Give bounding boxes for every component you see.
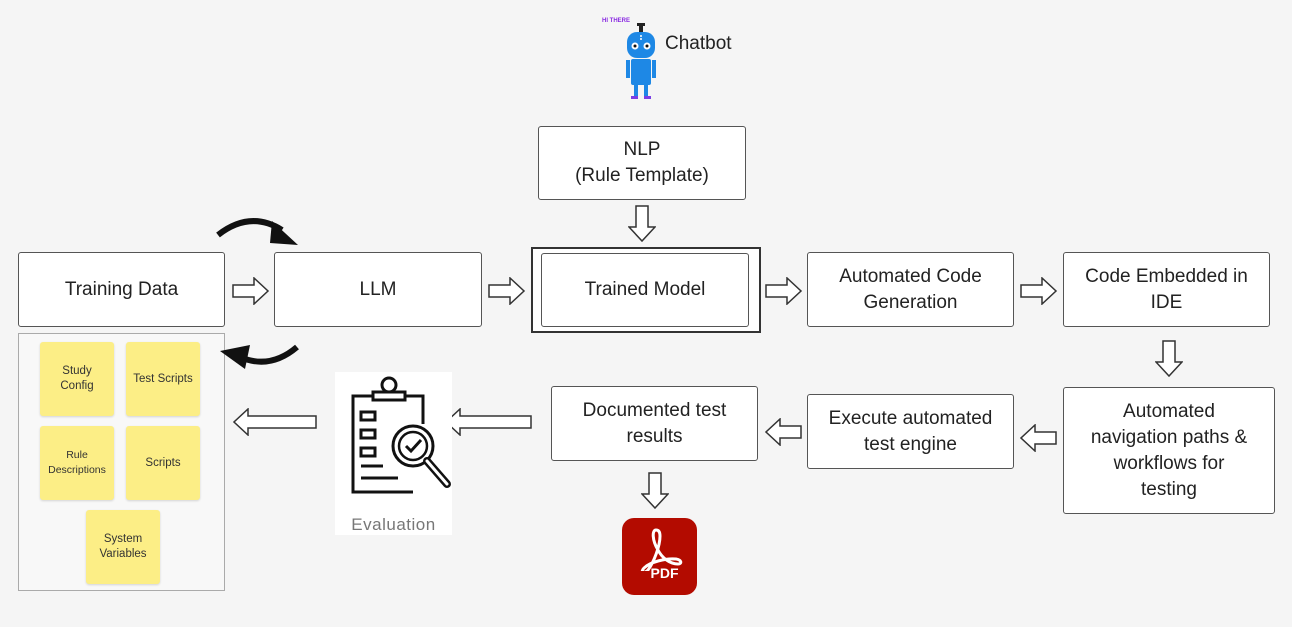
pdf-icon: PDF — [622, 518, 697, 595]
code-generation-box: Automated Code Generation — [807, 252, 1014, 327]
pdf-label: PDF — [650, 565, 679, 581]
robot-icon — [626, 23, 656, 99]
code-generation-line2: Generation — [863, 291, 958, 313]
execute-box: Execute automated test engine — [807, 394, 1014, 469]
llm-label: LLM — [359, 278, 397, 300]
sticky-text: Config — [60, 380, 94, 392]
documented-line1: Documented test — [582, 399, 727, 421]
curved-arrow-forward-icon — [216, 218, 298, 245]
navigation-line4: testing — [1141, 478, 1197, 500]
nlp-subtitle: (Rule Template) — [575, 165, 709, 186]
trained-model-box: Trained Model — [541, 253, 749, 327]
sticky-scripts: Scripts — [126, 426, 200, 500]
code-embedded-line1: Code Embedded in — [1085, 265, 1248, 287]
sticky-text: System — [103, 533, 143, 545]
sticky-text: Test Scripts — [133, 372, 193, 385]
arrow-left-long-icon — [233, 408, 317, 436]
chatbot-label: Chatbot — [665, 33, 732, 54]
sticky-text: Descriptions — [48, 464, 106, 476]
evaluation-block: Evaluation — [335, 372, 452, 535]
arrow-right-icon — [488, 277, 525, 305]
curved-arrow-back-icon — [220, 344, 299, 369]
evaluation-label: Evaluation — [351, 515, 436, 534]
arrow-left-long-icon — [445, 408, 532, 436]
training-data-label: Training Data — [64, 278, 179, 300]
code-embedded-line2: IDE — [1150, 291, 1183, 313]
navigation-line2: navigation paths & — [1090, 426, 1248, 448]
arrow-down-icon — [1155, 340, 1183, 377]
arrow-left-icon — [1020, 424, 1057, 452]
clipboard-magnifier-icon — [351, 376, 451, 494]
execute-line1: Execute automated — [828, 407, 993, 429]
chatbot-greeting: HI THERE — [602, 18, 631, 24]
trained-model-label: Trained Model — [584, 279, 706, 300]
documented-box: Documented test results — [551, 386, 758, 461]
navigation-box: Automated navigation paths & workflows f… — [1063, 387, 1275, 514]
code-embedded-box: Code Embedded in IDE — [1063, 252, 1270, 327]
sticky-text: Rule — [66, 449, 88, 461]
arrow-left-icon — [765, 418, 802, 446]
sticky-test-scripts: Test Scripts — [126, 342, 200, 416]
arrow-right-icon — [232, 277, 269, 305]
arrow-down-icon — [641, 472, 669, 509]
nlp-box: NLP (Rule Template) — [538, 126, 746, 200]
sticky-text: Scripts — [145, 456, 181, 469]
nlp-title: NLP — [623, 139, 661, 160]
arrow-right-icon — [1020, 277, 1057, 305]
execute-line2: test engine — [864, 433, 957, 455]
navigation-line1: Automated — [1123, 400, 1215, 422]
acrobat-logo-icon — [640, 528, 683, 571]
arrow-down-icon — [628, 205, 656, 242]
llm-box: LLM — [274, 252, 482, 327]
arrow-right-icon — [765, 277, 802, 305]
navigation-line3: workflows for — [1113, 452, 1225, 474]
training-data-box: Training Data — [18, 252, 225, 327]
documented-line2: results — [626, 425, 683, 447]
sticky-text: Study — [62, 365, 92, 377]
sticky-text: Variables — [99, 548, 147, 560]
code-generation-line1: Automated Code — [839, 265, 982, 287]
